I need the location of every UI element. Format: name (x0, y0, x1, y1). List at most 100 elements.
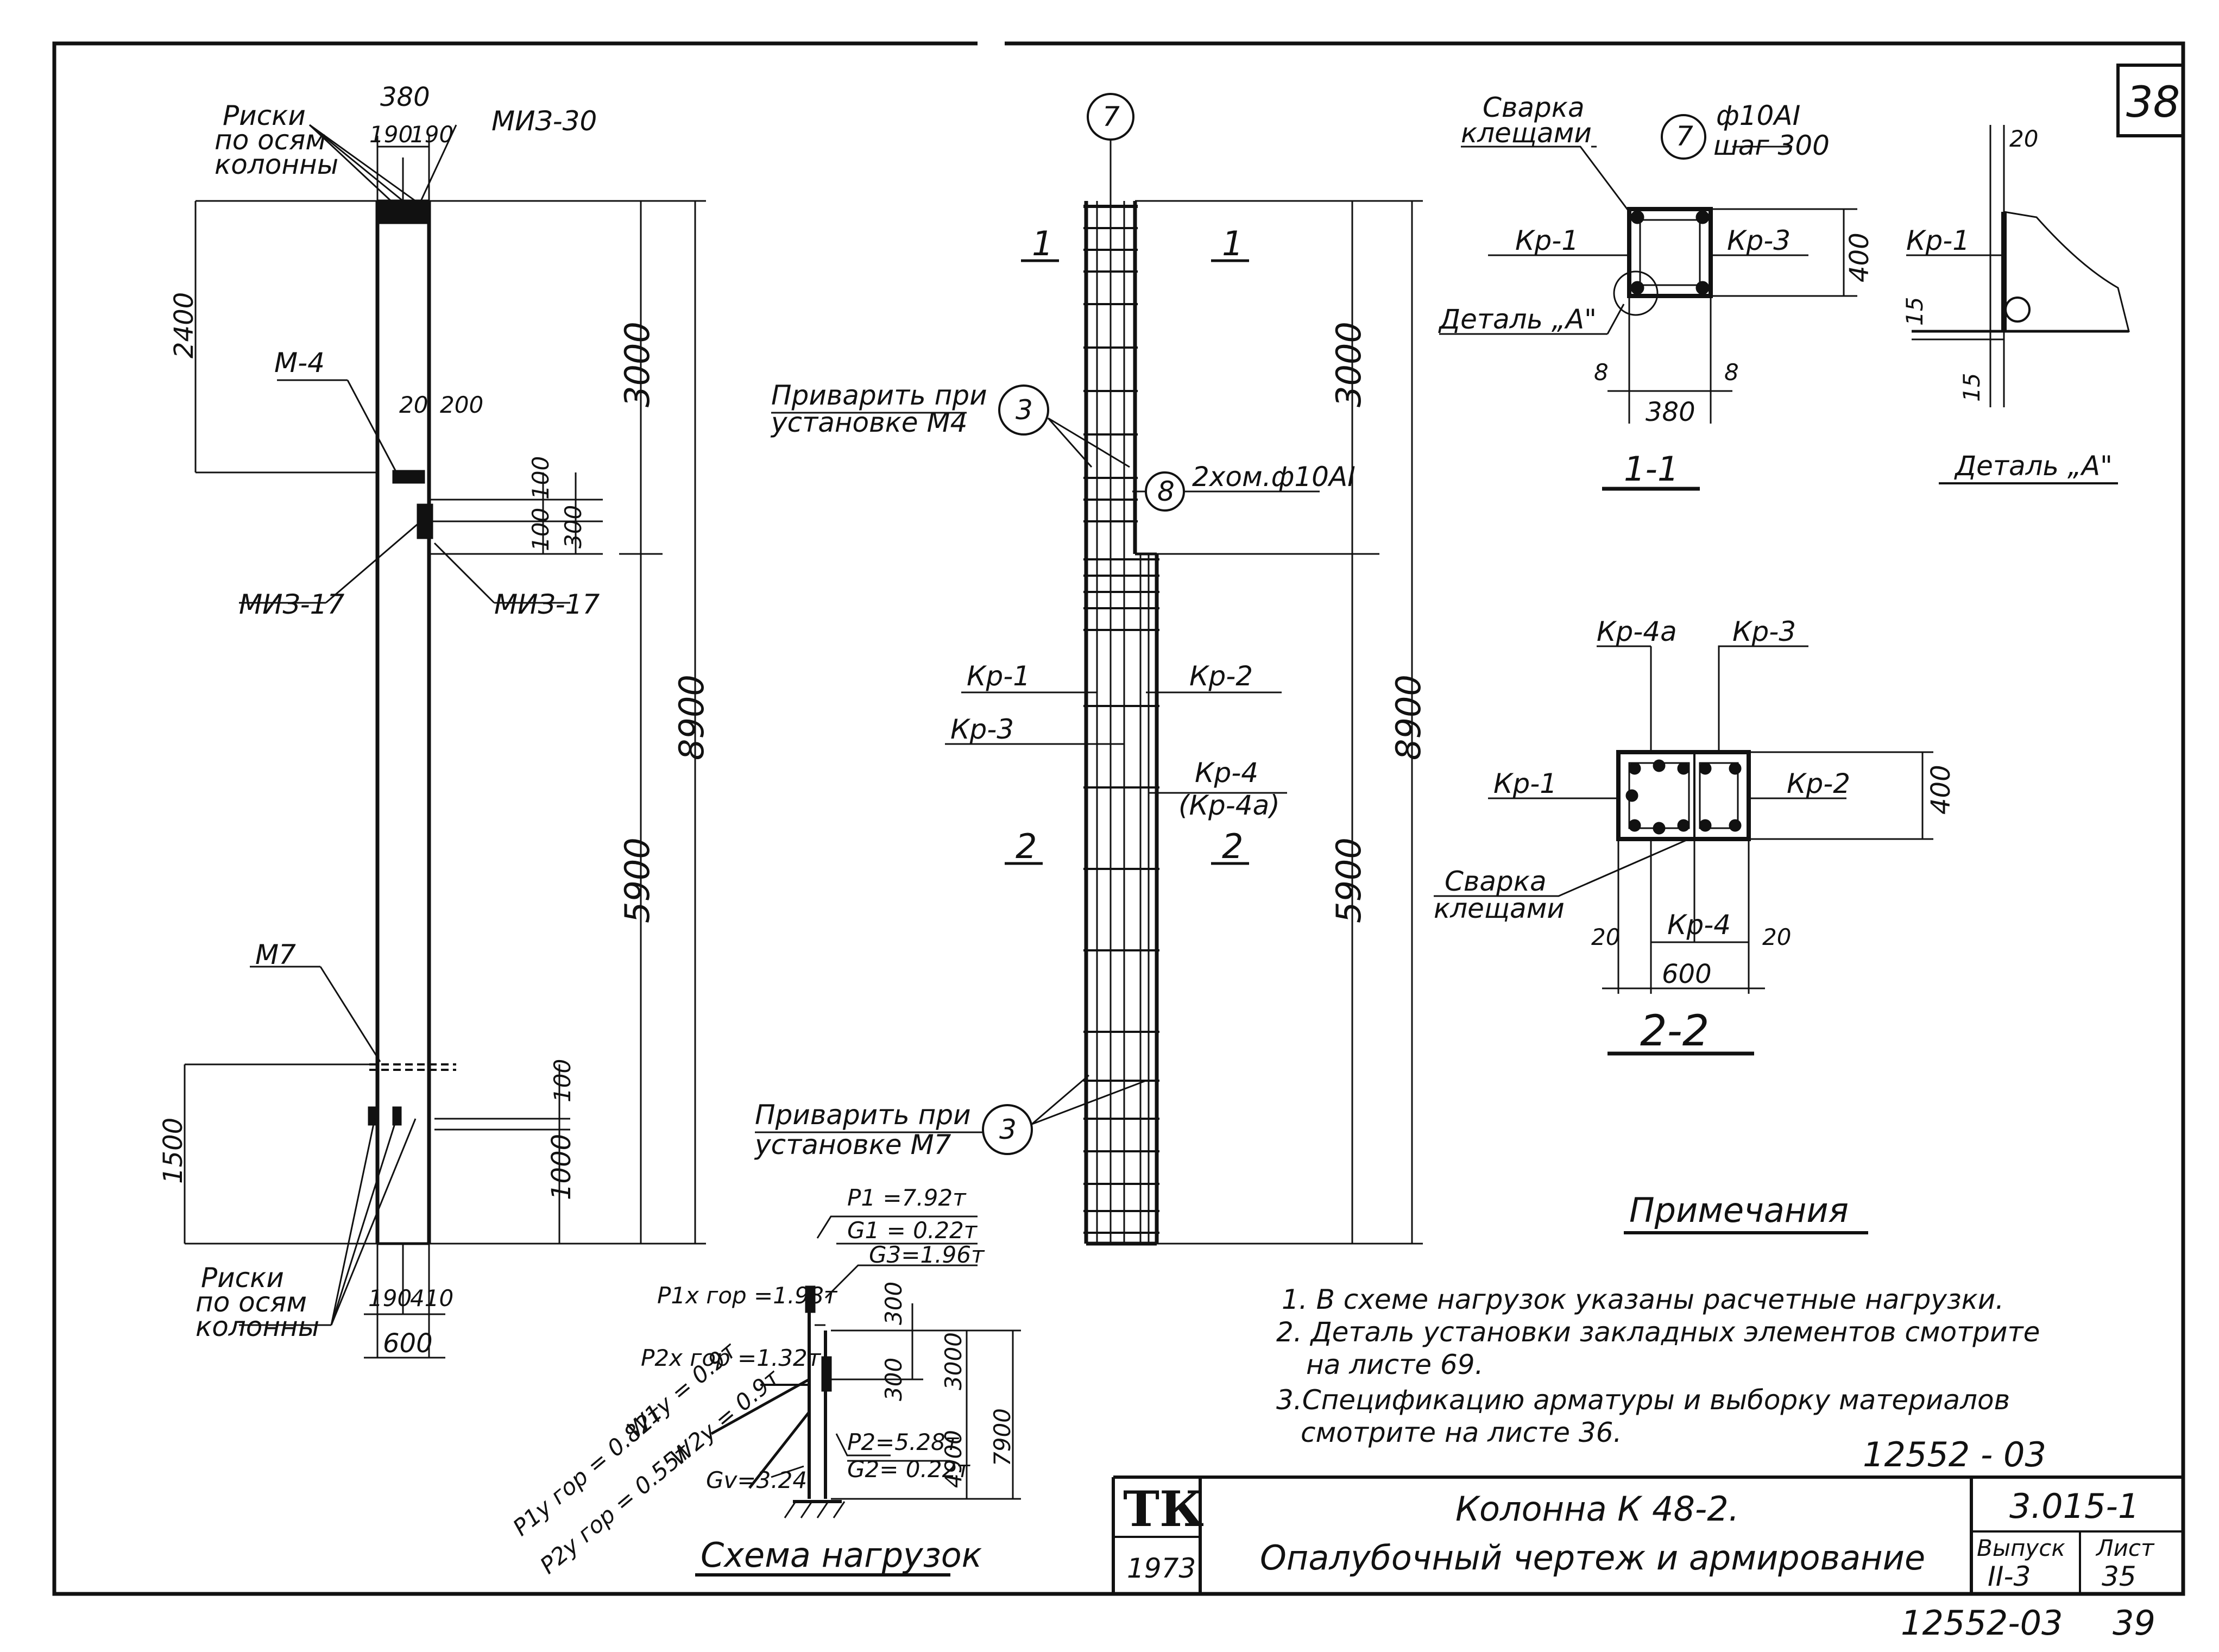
mark-m7: М7 (255, 939, 296, 970)
section-2-right: 2 (1222, 827, 1243, 866)
note-line-4: 3.Спецификацию арматуры и выборку матери… (1276, 1384, 2010, 1416)
sec22-dim-20b: 20 (1762, 924, 1791, 950)
mark-miz17-right: МИЗ-17 (494, 589, 600, 620)
sec11-dim-8a: 8 (1594, 359, 1609, 386)
detA-dim-20: 20 (2009, 125, 2038, 152)
sec11-kr3: Кр-3 (1727, 225, 1791, 256)
load-dim-3000: 3000 (940, 1332, 967, 1390)
note-line-5: смотрите на листе 36. (1301, 1417, 1622, 1448)
mid-dim-3000: 3000 (1329, 321, 1369, 407)
detA-dim-15a: 15 (1901, 297, 1928, 326)
dim-1000: 1000 (546, 1134, 577, 1200)
title-year: 1973 (1127, 1553, 1196, 1584)
mark-miz17-left: МИЗ-17 (239, 589, 344, 620)
weld-bottom-line1: Приварить при (755, 1099, 971, 1131)
risks-top-line3: колонны (215, 149, 338, 180)
load-dim-300b: 300 (880, 1358, 907, 1401)
mid-dim-5900: 5900 (1329, 837, 1369, 923)
title-name: Колонна К 48-2. (1455, 1489, 1739, 1529)
dim-3000: 3000 (617, 321, 657, 407)
load-p1x: P1x гор =1.98т (657, 1282, 838, 1309)
title-subtitle: Опалубочный чертеж и армирование (1260, 1538, 1925, 1578)
dim-top-width: 380 (380, 82, 430, 112)
dim-top-half-a: 190 (369, 121, 413, 148)
mark-miz30: МИЗ-30 (491, 105, 597, 137)
kr4a-label: (Кр-4а) (1178, 790, 1280, 821)
section-1-left: 1 (1032, 224, 1053, 263)
sec11-rebar: ф10АI (1716, 100, 1800, 131)
note-line-2: 2. Деталь установки закладных элементов … (1276, 1316, 2040, 1348)
sec11-detail-ref: Деталь „А" (1438, 304, 1597, 335)
sec11-kr1: Кр-1 (1515, 225, 1579, 256)
sec11-step: шаг 300 (1713, 130, 1830, 161)
load-p1: P1 =7.92т (847, 1184, 967, 1211)
title-issue: II-3 (1988, 1561, 2031, 1592)
clamps-label: 2хом.ф10АI (1192, 461, 1356, 493)
load-g3: G3=1.96т (869, 1241, 985, 1268)
load-p2x: P2x гор =1.32т (641, 1345, 822, 1371)
sec22-kr3: Кр-3 (1732, 616, 1796, 647)
bottom-code: 12552-03 (1901, 1603, 2063, 1643)
sheet-number: 38 (2126, 78, 2180, 127)
drawing-code: 12552 - 03 (1863, 1435, 2046, 1474)
detA-dim-15b: 15 (1958, 373, 1985, 402)
risks-bottom-line2: по осям (196, 1287, 307, 1318)
load-g1: G1 = 0.22т (847, 1217, 978, 1244)
dim-2400: 2400 (169, 292, 199, 358)
bottom-page: 39 (2113, 1603, 2155, 1643)
notes-title: Примечания (1629, 1190, 1849, 1230)
kr3-label: Кр-3 (950, 714, 1014, 745)
dim-top-half-b: 190 (410, 121, 453, 148)
kr4-label: Кр-4 (1195, 757, 1258, 789)
dim-bottom-190: 190 (368, 1285, 412, 1311)
dim-bottom-600: 600 (383, 1328, 433, 1359)
pos-3-bottom-label: 3 (999, 1114, 1017, 1145)
pos-7-label: 7 (1102, 101, 1120, 133)
note-line-1: 1. В схеме нагрузок указаны расчетные на… (1282, 1284, 2004, 1315)
mark-m4: М-4 (274, 347, 325, 379)
tk-logo: ТК (1123, 1480, 1204, 1538)
sec11-dim-8b: 8 (1724, 359, 1739, 386)
title-sheet: 35 (2102, 1561, 2136, 1592)
sec11-weld-line2: клещами (1461, 117, 1592, 149)
kr2-label: Кр-2 (1189, 660, 1253, 692)
title-sheet-label: Лист (2095, 1535, 2155, 1561)
dim-5900: 5900 (617, 837, 657, 923)
risks-bottom-line1: Риски (201, 1262, 284, 1294)
load-dim-7900: 7900 (989, 1408, 1016, 1466)
sec22-kr1: Кр-1 (1493, 768, 1557, 799)
dim-8900: 8900 (672, 674, 711, 760)
risks-bottom-line3: колонны (196, 1311, 319, 1342)
dim-20: 20 (399, 392, 428, 418)
weld-top-line2: установке М4 (770, 407, 967, 438)
load-dim-4900: 4900 (940, 1430, 967, 1488)
load-p2: P2=5.28т (847, 1429, 960, 1455)
sec22-dim-20a: 20 (1591, 924, 1620, 950)
dim-100-console2: 100 (527, 508, 554, 551)
sec11-dim-400: 400 (1844, 232, 1875, 282)
title-series: 3.015-1 (2009, 1486, 2139, 1526)
risks-top-line2: по осям (215, 124, 326, 156)
weld-top-line1: Приварить при (771, 380, 987, 411)
pos-8-label: 8 (1157, 476, 1175, 507)
section-1-right: 1 (1222, 224, 1243, 263)
sec22-kr4a: Кр-4а (1597, 616, 1677, 647)
sec11-dim-380: 380 (1646, 397, 1695, 427)
dim-100-bottom: 100 (549, 1059, 576, 1102)
detA-title: Деталь „А" (1954, 450, 2113, 482)
sec22-weld-line2: клещами (1434, 893, 1565, 924)
load-scheme-title: Схема нагрузок (701, 1535, 982, 1575)
sec22-weld-line1: Сварка (1445, 866, 1547, 897)
dim-200: 200 (440, 392, 483, 418)
risks-top-line1: Риски (223, 100, 306, 131)
sec22-dim-400: 400 (1926, 765, 1956, 815)
sec11-pos7: 7 (1676, 121, 1693, 152)
weld-bottom-line2: установке М7 (754, 1129, 951, 1161)
dim-100-console: 100 (527, 456, 554, 500)
sec22-kr4: Кр-4 (1667, 909, 1731, 941)
load-g2: G2= 0.22т (847, 1456, 970, 1483)
title-issue-label: Выпуск (1977, 1535, 2065, 1561)
section-2-left: 2 (1016, 827, 1037, 866)
mid-dim-8900: 8900 (1389, 674, 1428, 760)
